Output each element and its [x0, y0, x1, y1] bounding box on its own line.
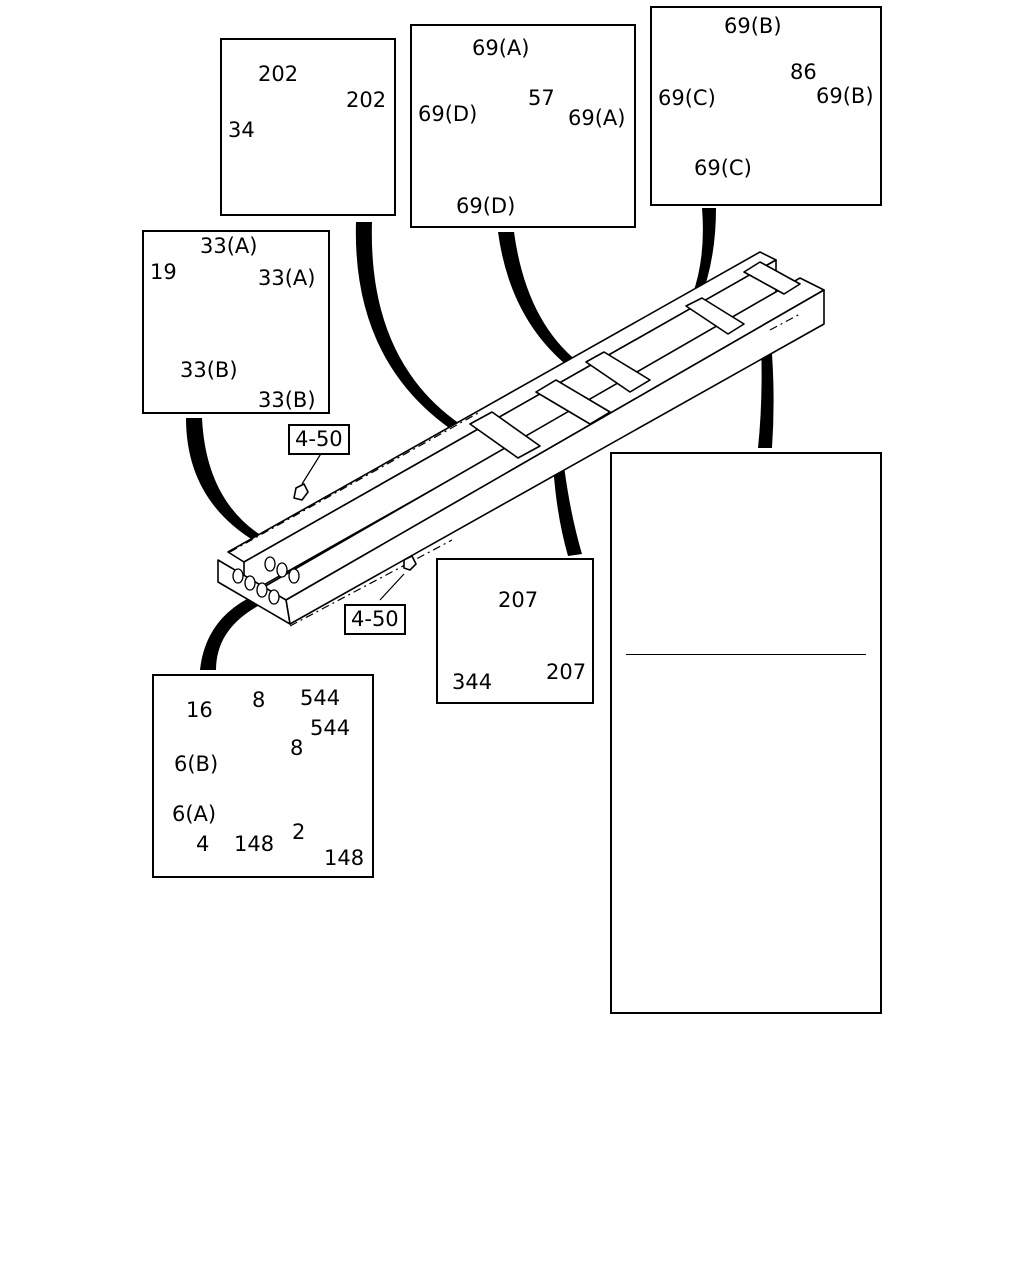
band-86: [692, 208, 716, 300]
label-202-right: 202: [346, 88, 387, 112]
crossmember-2: [535, 379, 611, 425]
label-6a: 6(A): [172, 802, 217, 826]
ref-4-50-bottom[interactable]: 4-50: [344, 604, 406, 635]
panel-crossmember-2: [152, 674, 374, 878]
clip-top: [293, 483, 309, 501]
centre-line-front: [769, 313, 801, 331]
panel-crossmember-57: [410, 24, 636, 228]
panel-crossmember-34: [220, 38, 396, 216]
label-69b-right: 69(B): [816, 84, 874, 108]
label-33b-right: 33(B): [258, 388, 316, 412]
panel-crossmember-86: [650, 6, 882, 206]
crossmember-1: [469, 411, 541, 459]
label-4: 4: [196, 832, 210, 856]
label-69a-top: 69(A): [472, 36, 530, 60]
band-2: [200, 592, 270, 670]
ref-4-50-top[interactable]: 4-50: [288, 424, 350, 455]
label-57: 57: [528, 86, 555, 110]
label-344: 344: [452, 670, 493, 694]
label-69d-bottom: 69(D): [456, 194, 516, 218]
centre-line-far: [229, 411, 481, 553]
panel-crossmember-344: [436, 558, 594, 704]
label-33a-right: 33(A): [258, 266, 316, 290]
band-202: [355, 222, 460, 430]
label-207-bottom: 207: [546, 660, 587, 684]
band-57: [498, 232, 578, 368]
label-33b-left: 33(B): [180, 358, 238, 382]
label-33a-top: 33(A): [200, 234, 258, 258]
centre-line-near: [289, 539, 453, 627]
label-207-top: 207: [498, 588, 539, 612]
label-34: 34: [228, 118, 255, 142]
label-6b: 6(B): [174, 752, 219, 776]
label-69c-left: 69(C): [658, 86, 716, 110]
label-544-top: 544: [300, 686, 341, 710]
chassis-frame: [217, 251, 825, 627]
panel-crossmember-19: [142, 230, 330, 414]
label-16: 16: [186, 698, 213, 722]
panel-pintle: [610, 452, 882, 1014]
ref-leader-top: [301, 451, 323, 485]
clip-bottom: [403, 555, 417, 571]
band-19: [186, 418, 262, 542]
crossmember-5: [743, 261, 801, 295]
rear-crossmember-holes: [232, 556, 300, 605]
crossmember-3: [585, 351, 651, 393]
label-544-right: 544: [310, 716, 351, 740]
label-148-left: 148: [234, 832, 275, 856]
label-148-right: 148: [324, 846, 365, 870]
label-202-top: 202: [258, 62, 299, 86]
label-2: 2: [292, 820, 306, 844]
pintle-divider: [626, 654, 866, 655]
label-69a-right: 69(A): [568, 106, 626, 130]
label-69b-top: 69(B): [724, 14, 782, 38]
crossmember-4: [685, 297, 745, 335]
ref-leader-bottom: [379, 573, 405, 601]
label-8-top: 8: [252, 688, 266, 712]
label-86: 86: [790, 60, 817, 84]
label-69c-bottom: 69(C): [694, 156, 752, 180]
label-19: 19: [150, 260, 177, 284]
label-69d-left: 69(D): [418, 102, 478, 126]
label-8-mid: 8: [290, 736, 304, 760]
